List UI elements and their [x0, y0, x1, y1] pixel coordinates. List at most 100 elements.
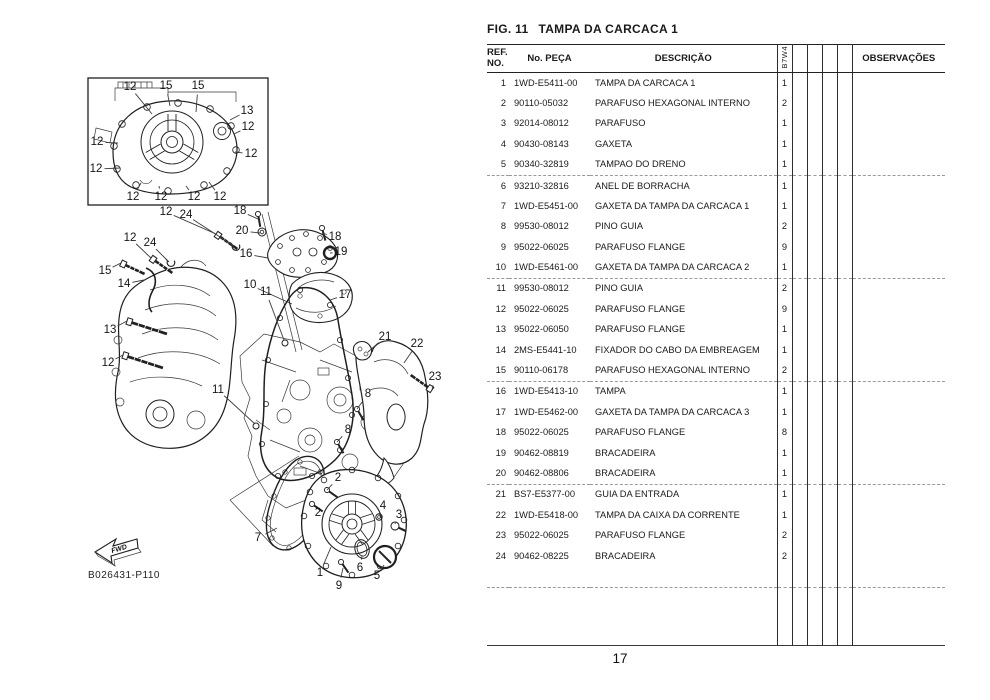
- page-number: 17: [612, 651, 628, 666]
- table-row: 22 1WD-E5418-00 TAMPA DA CAIXA DA CORREN…: [487, 505, 945, 526]
- description-cell: GUIA DA ENTRADA: [595, 489, 680, 500]
- empty-column-header: [836, 44, 852, 73]
- observations-cell: [851, 360, 945, 382]
- table-row: 5 90340-32819 TAMPAO DO DRENO 1: [487, 154, 945, 176]
- description-cell: PARAFUSO HEXAGONAL INTERNO: [590, 360, 777, 382]
- description-header: DESCRIÇÃO: [590, 44, 777, 73]
- callout-label-21: 21: [379, 331, 392, 343]
- callout-label-24: 24: [180, 209, 193, 221]
- observations-cell: [851, 525, 945, 546]
- callout-label-22: 22: [411, 338, 424, 350]
- callout-label-13: 13: [104, 324, 117, 336]
- gasket-7: [229, 455, 326, 551]
- callout-label-8: 8: [345, 424, 351, 436]
- part-number-cell: 93210-32816: [514, 180, 569, 191]
- table-row: 14 2MS-E5441-10 FIXADOR DO CABO DA EMBRE…: [487, 340, 945, 361]
- ref-no-cell: 21: [495, 489, 506, 500]
- engine-inset-figure: [87, 77, 269, 206]
- callout-label-15: 15: [99, 265, 112, 277]
- observations-cell: [851, 299, 945, 320]
- ref-no-cell: 6: [500, 180, 506, 191]
- table-row: 20 90462-08806 BRACADEIRA 1: [487, 463, 945, 485]
- table-row: 18 95022-06025 PARAFUSO FLANGE 8: [487, 422, 945, 444]
- description-cell: BRACADEIRA: [595, 550, 656, 561]
- description-cell: TAMPA DA CAIXA DA CORRENTE: [595, 509, 740, 520]
- callout-label-12: 12: [102, 357, 115, 369]
- callout-label-15: 15: [192, 80, 205, 92]
- callout-label-24: 24: [144, 237, 157, 249]
- callout-label-5: 5: [374, 570, 380, 582]
- empty-row: [487, 566, 945, 588]
- table-row: 9 95022-06025 PARAFUSO FLANGE 9: [487, 237, 945, 258]
- part-number-cell: 1WD-E5418-00: [514, 509, 579, 520]
- observations-cell: [851, 505, 945, 526]
- callout-label-12: 12: [124, 81, 137, 93]
- part-number-cell: 90340-32819: [509, 154, 590, 176]
- description-cell: TAMPA DA CARCACA 1: [595, 77, 696, 88]
- description-cell: PINO GUIA: [595, 221, 644, 232]
- table-row: 19 90462-08819 BRACADEIRA 1: [487, 443, 945, 464]
- table-row: 24 90462-08225 BRACADEIRA 2: [487, 545, 945, 567]
- filler-row: [487, 587, 945, 646]
- observations-cell: [851, 134, 945, 155]
- callout-label-12: 12: [91, 136, 104, 148]
- callout-label-4: 4: [380, 500, 387, 512]
- table-row: 3 92014-08012 PARAFUSO 1: [487, 113, 945, 135]
- callout-label-12: 12: [160, 206, 173, 218]
- part-number-cell: 1WD-E5413-10: [514, 386, 579, 397]
- model-code-header: B7W4: [776, 44, 792, 73]
- ref-no-header: REF.NO.: [487, 44, 509, 73]
- ref-no-cell: 12: [495, 303, 506, 314]
- part-number-cell: 95022-06025: [514, 530, 569, 541]
- quantity-cell: 2: [776, 93, 792, 114]
- ref-no-cell: 16: [495, 386, 506, 397]
- description-cell: PARAFUSO FLANGE: [595, 530, 686, 541]
- ref-no-cell: 10: [487, 257, 509, 279]
- quantity-cell: 2: [776, 545, 792, 567]
- ref-no-cell: 5: [487, 154, 509, 176]
- part-number-cell: 90110-06178: [509, 360, 590, 382]
- callout-label-13: 13: [241, 105, 254, 117]
- table-tail: [487, 566, 945, 646]
- part-number-cell: 92014-08012: [514, 118, 569, 129]
- table-header-row: REF.NO. No. PEÇA DESCRIÇÃO B7W4 OBSERVAÇ…: [487, 44, 945, 73]
- part-number-cell: 2MS-E5441-10: [514, 344, 577, 355]
- quantity-cell: 1: [776, 175, 792, 197]
- quantity-cell: 1: [776, 505, 792, 526]
- callout-label-1: 1: [317, 567, 323, 579]
- chain-cover-22: [332, 340, 436, 487]
- table-row: 12 95022-06025 PARAFUSO FLANGE 9: [487, 299, 945, 320]
- quantity-cell: 1: [776, 113, 792, 135]
- callout-label-16: 16: [240, 248, 253, 260]
- ref-no-cell: 4: [500, 138, 506, 149]
- drawing-code: B026431-P110: [88, 570, 160, 581]
- quantity-cell: 1: [776, 257, 792, 279]
- quantity-cell: 1: [776, 154, 792, 176]
- ref-no-cell: 18: [495, 427, 506, 438]
- observations-cell: [851, 237, 945, 258]
- observations-cell: [851, 278, 945, 300]
- part-number-cell: 95022-06025: [514, 241, 569, 252]
- table-row: 11 99530-08012 PINO GUIA 2: [487, 278, 945, 300]
- part-number-cell: 90462-08806: [509, 463, 590, 485]
- observations-cell: [851, 484, 945, 506]
- callout-label-15: 15: [160, 80, 173, 92]
- observations-cell: [851, 175, 945, 197]
- callout-label-12: 12: [242, 121, 255, 133]
- ref-no-cell: 17: [495, 406, 506, 417]
- callout-label-12: 12: [90, 163, 103, 175]
- quantity-cell: 2: [776, 360, 792, 382]
- quantity-cell: 2: [776, 216, 792, 238]
- description-cell: PARAFUSO: [595, 118, 646, 129]
- callout-label-9: 9: [336, 580, 342, 592]
- observations-cell: [851, 216, 945, 238]
- part-number-cell: 90462-08819: [514, 447, 569, 458]
- quantity-cell: 1: [776, 196, 792, 217]
- observations-cell: [851, 154, 945, 176]
- callout-label-12: 12: [124, 232, 137, 244]
- ref-no-cell: 9: [500, 241, 506, 252]
- quantity-cell: 1: [776, 443, 792, 464]
- quantity-cell: 2: [776, 278, 792, 300]
- empty-column-header: [791, 44, 807, 73]
- description-cell: GAXETA DA TAMPA DA CARCACA 3: [595, 406, 750, 417]
